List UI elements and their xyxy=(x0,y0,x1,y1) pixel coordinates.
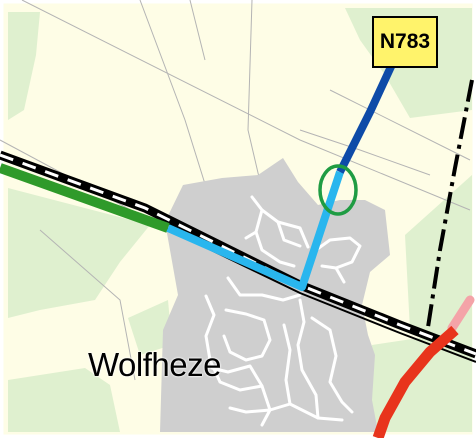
administrative-boundary xyxy=(424,79,474,341)
woodland-area-top-left xyxy=(8,12,40,120)
route-green xyxy=(0,163,170,233)
place-label-wolfheze: Wolfheze xyxy=(88,346,221,383)
highlight-circle-icon xyxy=(318,164,358,216)
road-shield-label: N783 xyxy=(379,30,431,53)
route-pink xyxy=(447,295,475,333)
road-shield: N783 xyxy=(372,16,438,68)
streets xyxy=(204,195,362,427)
woodland-area-bottom-right xyxy=(355,330,472,432)
woodland-area-mid xyxy=(128,300,172,355)
route-red xyxy=(372,325,459,438)
woodland-area-bottom-left xyxy=(8,368,120,432)
woodland-area-left xyxy=(8,188,150,318)
built-up-area xyxy=(160,158,390,432)
